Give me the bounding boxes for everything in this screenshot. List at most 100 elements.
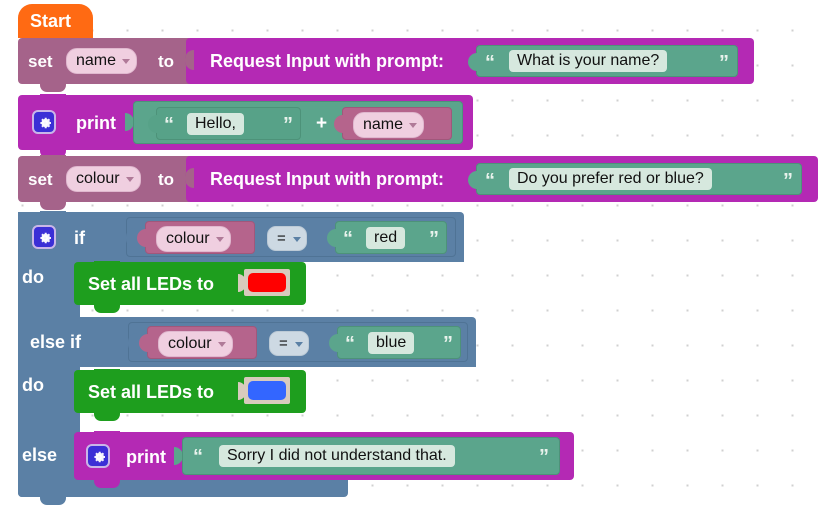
text-plug: [327, 229, 336, 247]
variable-dropdown-value: name: [76, 52, 117, 69]
start-block[interactable]: Start: [18, 4, 93, 46]
start-label: Start: [30, 11, 72, 31]
request-input-block-name[interactable]: Request Input with prompt: “ What is you…: [185, 38, 754, 84]
elseif-header-row[interactable]: else if colour =: [18, 317, 476, 367]
chevron-down-icon: [292, 236, 301, 242]
if-header-row[interactable]: if colour =: [18, 211, 464, 262]
variable-dropdown-colour-ref[interactable]: colour: [156, 226, 231, 252]
text-plug: [468, 53, 477, 71]
request-input-label: Request Input with prompt:: [210, 51, 444, 71]
colour-swatch-red: [248, 273, 286, 292]
colour-socket: [238, 382, 246, 400]
if-keyword-label: if: [74, 228, 85, 248]
text-join-block[interactable]: “ Hello, ” + name: [133, 101, 463, 144]
to-keyword-label: to: [158, 52, 175, 71]
colour-socket: [238, 274, 246, 292]
elseif-keyword-label: else if: [30, 332, 82, 352]
comparison-operator-dropdown-2[interactable]: =: [269, 331, 309, 356]
variable-dropdown-name[interactable]: name: [66, 48, 138, 74]
compare-block-2[interactable]: colour = “ blue ”: [128, 322, 468, 362]
if-bottom-notch: [40, 497, 66, 505]
set-leds-block-red[interactable]: Set all LEDs to: [74, 261, 306, 313]
print-bottom-notch: [94, 480, 120, 488]
leds-bottom-notch: [94, 413, 120, 421]
chevron-down-icon: [125, 177, 134, 182]
comparison-operator-value: =: [279, 335, 288, 352]
leds-top-notch: [94, 369, 120, 377]
variable-dropdown-value: colour: [166, 230, 210, 247]
variable-get-block-name[interactable]: name: [334, 107, 452, 140]
set-variable-block-name[interactable]: set name to: [18, 38, 194, 92]
colour-picker-red[interactable]: [244, 269, 290, 296]
variable-dropdown-value: colour: [76, 170, 120, 187]
set-keyword-label: set: [28, 170, 53, 189]
variable-get-block-colour-1[interactable]: colour: [137, 221, 255, 254]
comparison-operator-dropdown-1[interactable]: =: [267, 226, 307, 251]
set-keyword-label: set: [28, 52, 53, 71]
colour-picker-blue[interactable]: [244, 377, 290, 404]
chevron-down-icon: [294, 341, 303, 347]
text-plug: [468, 171, 477, 189]
text-block-prompt-colour[interactable]: “ Do you prefer red or blue? ”: [468, 163, 802, 195]
print-block-greeting[interactable]: print “ Hello, ” +: [18, 94, 473, 158]
gear-icon[interactable]: [86, 444, 110, 468]
to-keyword-label: to: [158, 170, 175, 189]
text-field-blue[interactable]: blue: [368, 332, 415, 354]
do-label-1: do: [22, 267, 44, 287]
print-label: print: [76, 113, 116, 133]
do-label-2: do: [22, 375, 44, 395]
variable-get-block-colour-2[interactable]: colour: [139, 326, 257, 359]
text-field-prompt-name[interactable]: What is your name?: [509, 50, 668, 72]
text-field-fallback[interactable]: Sorry I did not understand that.: [219, 445, 455, 467]
text-field-hello[interactable]: Hello,: [187, 113, 244, 135]
text-plug: [329, 334, 338, 352]
leds-bottom-notch: [94, 305, 120, 313]
variable-plug: [334, 115, 343, 133]
else-keyword-label: else: [22, 445, 58, 465]
quote-open: “: [485, 52, 495, 74]
set-variable-block-colour[interactable]: set colour to: [18, 155, 194, 210]
text-block-hello[interactable]: “ Hello, ”: [148, 107, 301, 140]
text-block-fallback[interactable]: “ Sorry I did not understand that. ”: [182, 437, 560, 475]
text-block-red[interactable]: “ red ”: [327, 221, 447, 254]
variable-dropdown-value: colour: [168, 335, 212, 352]
set-name-bottom-notch: [40, 84, 66, 92]
variable-dropdown-colour-ref-2[interactable]: colour: [158, 331, 233, 357]
text-field-prompt-colour[interactable]: Do you prefer red or blue?: [509, 168, 712, 190]
if-top-notch: [40, 211, 66, 219]
text-plug: [148, 115, 157, 133]
text-block-prompt-name[interactable]: “ What is your name? ”: [468, 45, 738, 77]
gear-icon[interactable]: [32, 110, 56, 134]
join-operator-label: +: [316, 113, 328, 134]
variable-dropdown-value: name: [363, 116, 404, 133]
request-input-label: Request Input with prompt:: [210, 169, 444, 189]
text-block-blue[interactable]: “ blue ”: [329, 326, 461, 359]
print-block-fallback[interactable]: print “ Sorry I did not understand that.…: [74, 431, 574, 488]
chevron-down-icon: [217, 342, 226, 347]
print-bottom-notch: [40, 150, 66, 158]
variable-plug: [139, 334, 148, 352]
compare-block-1[interactable]: colour = “ red ”: [126, 217, 456, 257]
leds-top-notch: [94, 261, 120, 269]
compare-plug: [126, 228, 135, 248]
text-field-red[interactable]: red: [366, 227, 406, 249]
colour-swatch-blue: [248, 381, 286, 400]
print-value-socket: [174, 447, 183, 465]
request-input-block-colour[interactable]: Request Input with prompt: “ Do you pref…: [185, 156, 818, 202]
gear-icon[interactable]: [32, 225, 56, 249]
quote-close: ”: [429, 228, 439, 250]
set-leds-block-blue[interactable]: Set all LEDs to: [74, 369, 306, 421]
quote-close: ”: [443, 333, 453, 355]
set-colour-top-notch: [40, 155, 66, 163]
quote-close: ”: [539, 446, 549, 468]
quote-close: ”: [719, 52, 729, 74]
variable-dropdown-colour[interactable]: colour: [66, 166, 141, 192]
chevron-down-icon: [122, 59, 131, 64]
comparison-operator-value: =: [277, 230, 286, 247]
quote-open: “: [345, 333, 355, 355]
quote-open: “: [193, 446, 203, 468]
quote-close: ”: [783, 170, 793, 192]
variable-dropdown-name-ref[interactable]: name: [353, 112, 425, 138]
chevron-down-icon: [215, 237, 224, 242]
